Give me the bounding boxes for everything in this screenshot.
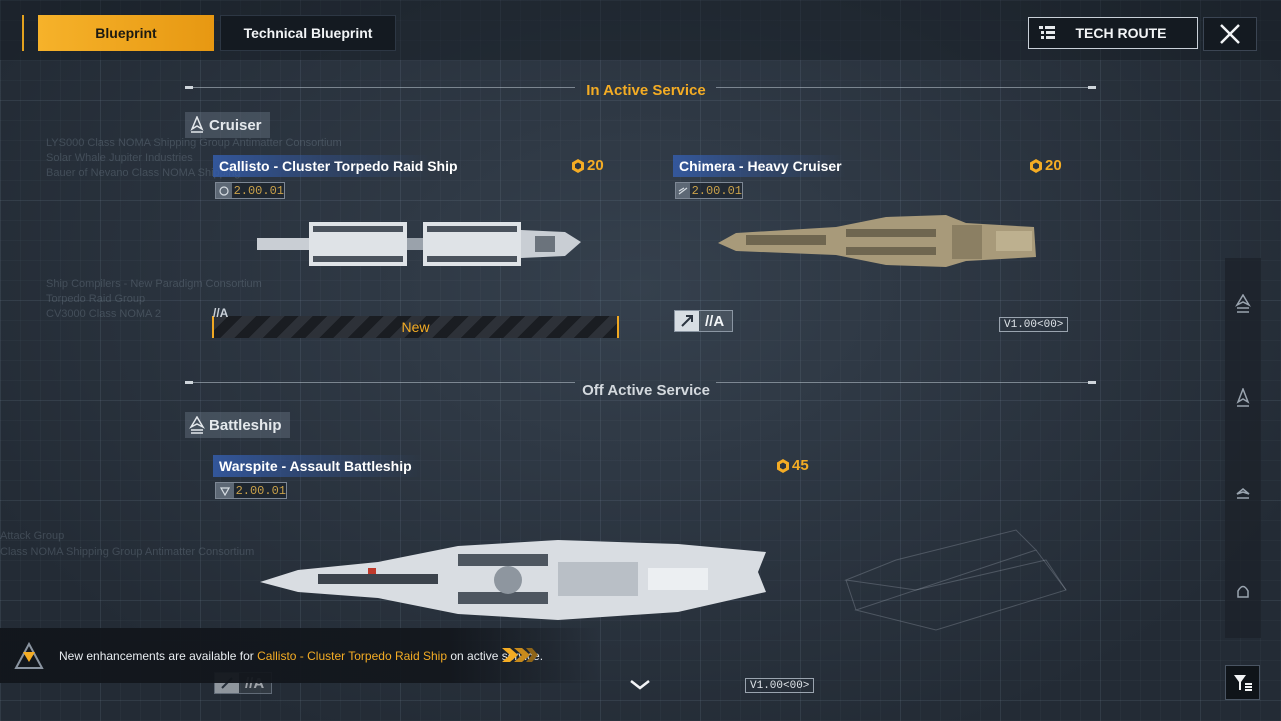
ship-cost-value: 20 — [1045, 157, 1062, 174]
side-nav-battleship[interactable] — [1233, 292, 1253, 316]
ship-cost-value: 20 — [587, 157, 604, 174]
battleship-class-icon — [1235, 294, 1251, 313]
background-text: Ship Compilers - New Paradigm Consortium — [46, 278, 262, 290]
list-icon — [1039, 26, 1055, 39]
section-cap — [185, 86, 193, 89]
cruiser-class-icon — [1236, 388, 1250, 407]
ship-name-warspite[interactable]: Warspite - Assault Battleship — [213, 455, 493, 477]
ship-image-warspite[interactable] — [258, 532, 770, 626]
cruiser-class-icon — [190, 116, 204, 133]
section-title-off: Off Active Service — [582, 382, 710, 399]
rank-value: //A — [705, 312, 725, 330]
cost-icon — [777, 458, 789, 473]
close-icon — [1220, 24, 1240, 44]
version-icon — [676, 183, 690, 198]
side-nav-carrier[interactable] — [1233, 578, 1253, 602]
section-cap — [1088, 381, 1096, 384]
version-value: 2.00.01 — [235, 483, 286, 498]
version-value: 2.00.01 — [691, 183, 742, 198]
section-cap — [1088, 86, 1096, 89]
version-tag-chimera: 2.00.01 — [675, 182, 743, 199]
new-badge-callisto: New — [212, 316, 619, 338]
side-navigation — [1225, 258, 1261, 638]
tech-route-label: TECH ROUTE — [1075, 25, 1167, 41]
battleship-class-icon — [189, 416, 205, 434]
section-cap — [185, 381, 193, 384]
background-text: Bauer of Nevano Class NOMA Shipping — [46, 167, 241, 179]
ship-cost-chimera: 20 — [1029, 157, 1062, 174]
version-tag-warspite: 2.00.01 — [215, 482, 287, 499]
class-tag-cruiser: Cruiser — [185, 112, 270, 138]
background-text: CV3000 Class NOMA 2 — [46, 308, 161, 320]
tab-technical-blueprint[interactable]: Technical Blueprint — [220, 15, 396, 51]
tech-route-button[interactable]: TECH ROUTE — [1028, 17, 1198, 49]
notification-text: New enhancements are available for Calli… — [59, 649, 543, 663]
filter-icon — [1233, 674, 1252, 691]
class-tag-battleship: Battleship — [185, 412, 290, 438]
model-label-chimera: V1.00<00> — [999, 317, 1069, 332]
filter-button[interactable] — [1225, 665, 1260, 700]
background-text: Attack Group — [0, 530, 65, 542]
section-divider — [193, 382, 575, 383]
notification-prefix: New enhancements are available for — [59, 649, 258, 663]
cost-icon — [1030, 158, 1042, 173]
section-divider — [716, 87, 1088, 88]
ship-cost-warspite: 45 — [776, 457, 809, 474]
rank-icon — [675, 311, 699, 331]
ship-name-chimera[interactable]: Chimera - Heavy Cruiser — [673, 155, 903, 177]
tab-edge-marker — [22, 15, 28, 51]
chevron-down-icon[interactable] — [628, 676, 652, 692]
ship-name-callisto[interactable]: Callisto - Cluster Torpedo Raid Ship — [213, 155, 503, 177]
version-value: 2.00.01 — [233, 183, 284, 198]
warning-triangle-icon — [14, 642, 44, 669]
tab-blueprint[interactable]: Blueprint — [38, 15, 214, 51]
background-text: Torpedo Raid Group — [46, 293, 146, 305]
enhancement-notification[interactable]: New enhancements are available for Calli… — [0, 628, 600, 683]
ship-cost-callisto: 20 — [571, 157, 604, 174]
section-divider — [716, 382, 1088, 383]
side-nav-destroyer[interactable] — [1233, 482, 1253, 506]
class-tag-label: Battleship — [209, 416, 282, 434]
ship-image-callisto[interactable] — [255, 212, 585, 274]
ship-image-chimera[interactable] — [716, 205, 1038, 277]
rank-label-callisto: //A — [213, 306, 229, 320]
destroyer-class-icon — [1236, 488, 1250, 499]
notification-ship: Callisto - Cluster Torpedo Raid Ship — [257, 649, 447, 663]
version-icon — [216, 183, 232, 198]
section-divider — [193, 87, 575, 88]
new-badge-label: New — [401, 319, 430, 335]
carrier-class-icon — [1237, 585, 1249, 598]
version-icon — [216, 483, 234, 498]
version-tag-callisto: 2.00.01 — [215, 182, 285, 199]
background-text: LYS000 Class NOMA Shipping Group Antimat… — [46, 137, 342, 149]
section-title-active: In Active Service — [586, 82, 706, 99]
side-nav-cruiser[interactable] — [1233, 386, 1253, 410]
double-chevron-icon — [502, 648, 538, 662]
wireframe-decoration — [844, 529, 1067, 631]
rank-badge-chimera: //A — [674, 310, 733, 332]
ship-cost-value: 45 — [792, 457, 809, 474]
background-text: Solar Whale Jupiter Industries — [46, 152, 193, 164]
cost-icon — [572, 158, 584, 173]
class-tag-label: Cruiser — [209, 116, 262, 134]
close-button[interactable] — [1203, 17, 1257, 51]
model-label-warspite: V1.00<00> — [745, 678, 815, 693]
background-text: Class NOMA Shipping Group Antimatter Con… — [0, 546, 255, 558]
